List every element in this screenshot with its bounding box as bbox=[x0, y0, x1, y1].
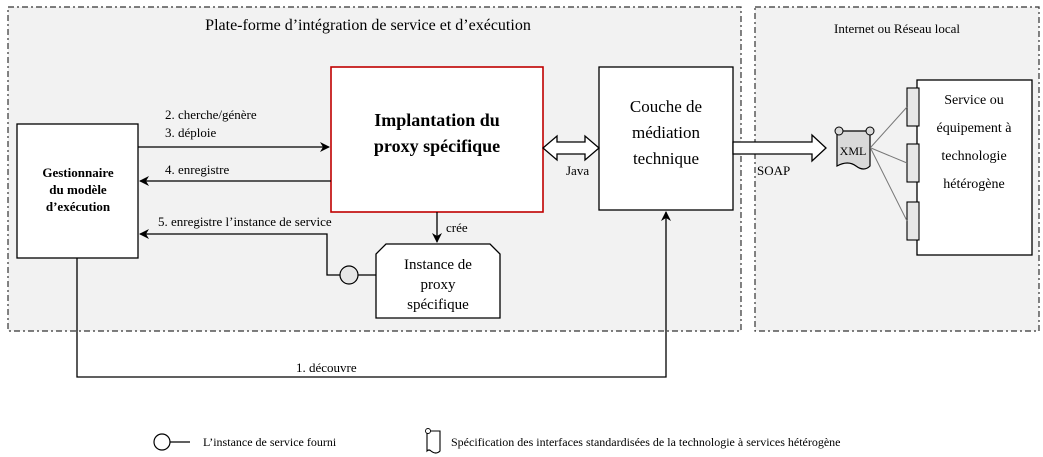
java-label: Java bbox=[566, 163, 589, 178]
manager-label-3: d’exécution bbox=[46, 199, 111, 214]
mediation-label-2: médiation bbox=[632, 123, 700, 142]
legend-service-instance: L’instance de service fourni bbox=[203, 435, 337, 449]
mediation-label-3: technique bbox=[633, 149, 699, 168]
arrow-register-instance-label: 5. enregistre l’instance de service bbox=[158, 214, 332, 229]
arrow-register-instance bbox=[139, 229, 340, 276]
service-instance-circle-icon bbox=[339, 265, 359, 285]
proxy-instance-box bbox=[375, 243, 501, 319]
service-label-1: Service ou bbox=[944, 93, 1003, 108]
interface-ports bbox=[870, 87, 920, 241]
heterogeneous-service-box bbox=[916, 79, 1033, 256]
service-label-3: technologie bbox=[941, 149, 1006, 164]
proxy-impl-label-2: proxy spécifique bbox=[374, 136, 500, 156]
legend-scroll-icon bbox=[425, 428, 441, 454]
xml-label: XML bbox=[840, 144, 867, 158]
legend-circle-icon bbox=[153, 433, 171, 451]
legend: L’instance de service fourni Spécificati… bbox=[153, 428, 841, 454]
legend-spec: Spécification des interfaces standardisé… bbox=[451, 435, 841, 449]
service-label-4: hétérogène bbox=[943, 177, 1004, 192]
manager-box bbox=[16, 123, 139, 259]
instance-label-1: Instance de bbox=[404, 257, 472, 273]
service-label-2: équipement à bbox=[936, 121, 1012, 136]
soap-label: SOAP bbox=[757, 163, 790, 178]
manager-label-1: Gestionnaire bbox=[42, 165, 113, 180]
arrow-discover bbox=[76, 211, 671, 378]
platform-zone-title: Plate-forme d’intégration de service et … bbox=[205, 17, 531, 34]
manager-label-2: du modèle bbox=[49, 182, 107, 197]
soap-arrow bbox=[732, 133, 827, 163]
xml-scroll-icon bbox=[834, 126, 875, 170]
proxy-impl-label-1: Implantation du bbox=[374, 110, 500, 130]
instance-label-2: proxy bbox=[421, 277, 456, 293]
arrow-creates-label: crée bbox=[446, 220, 468, 235]
arrow-deploy-label: 3. déploie bbox=[165, 125, 216, 140]
proxy-implementation-box bbox=[330, 66, 544, 213]
arrow-discover-label: 1. découvre bbox=[296, 360, 357, 375]
arrow-register-label: 4. enregistre bbox=[165, 162, 229, 177]
mediation-layer-box bbox=[598, 66, 734, 211]
mediation-label-1: Couche de bbox=[630, 97, 702, 116]
arrow-search-label: 2. cherche/génère bbox=[165, 107, 257, 122]
network-zone-title: Internet ou Réseau local bbox=[834, 21, 960, 36]
java-double-arrow bbox=[542, 134, 600, 162]
instance-label-3: spécifique bbox=[407, 297, 469, 313]
